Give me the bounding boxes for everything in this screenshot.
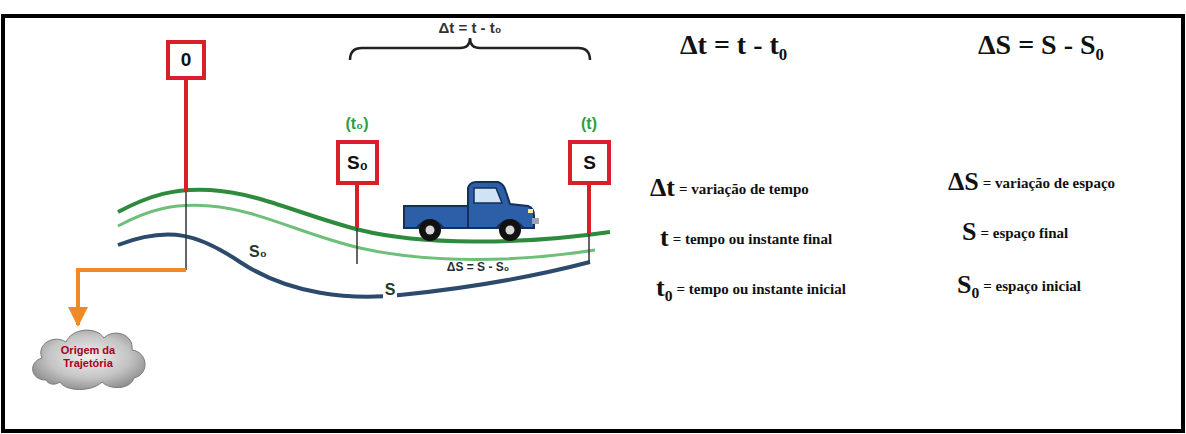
sign-post (587, 185, 591, 234)
truck-wheel (499, 219, 521, 241)
road-label: S₀ (247, 243, 269, 261)
definition: = variação de tempo (679, 181, 809, 198)
truck-cab (468, 182, 534, 228)
formula: Δt = t - t₀ (680, 29, 787, 61)
symbol: t₀ (656, 273, 672, 303)
marker-line (356, 228, 358, 264)
cloud-outline (33, 330, 145, 389)
sign-post (355, 185, 359, 228)
road-line-top (118, 190, 610, 242)
wheel-hub (426, 226, 435, 235)
node-text: Origem da Trajetória (53, 344, 123, 369)
origin-sign: 0 (166, 40, 206, 80)
definition: = variação de espaço (983, 175, 1115, 192)
truck-wheel (419, 219, 441, 241)
position-sign: S₀ (336, 140, 379, 185)
pickup-truck (404, 182, 539, 241)
origin-line (185, 192, 187, 270)
symbol: ΔS (948, 167, 979, 197)
formula: ΔS = S - S₀ (978, 29, 1104, 61)
curly-brace (350, 38, 590, 60)
origin-cloud: Origem da Trajetória (26, 322, 150, 392)
symbol: S (962, 217, 976, 247)
road-label: S (383, 281, 398, 299)
road-line-bottom (118, 234, 590, 296)
symbol: S₀ (957, 270, 979, 300)
road-label: ΔS = S - S₀ (445, 261, 511, 275)
position-sign: S (568, 140, 611, 185)
truck-headlight (528, 209, 533, 213)
node-text: S (583, 152, 596, 174)
marker-line (588, 234, 590, 262)
wheel-hub (506, 226, 515, 235)
definition: = tempo ou instante inicial (676, 281, 845, 298)
sign-post (184, 80, 188, 192)
truck-bumper (532, 218, 539, 224)
node-text: 0 (181, 49, 192, 71)
truck-window (474, 188, 502, 203)
symbol: t (660, 223, 669, 253)
instant-label: (t₀) (345, 115, 368, 133)
symbol: Δt (650, 173, 675, 203)
origin-arrow (78, 270, 186, 325)
definition: = tempo ou instante final (673, 231, 832, 248)
definition: = espaço inicial (983, 278, 1081, 295)
definition: = espaço final (980, 225, 1068, 242)
instant-label: (t) (581, 115, 597, 133)
brace-label: Δt = t - t₀ (439, 19, 502, 36)
node-text: S₀ (347, 152, 368, 174)
frame-border (3, 16, 1183, 431)
